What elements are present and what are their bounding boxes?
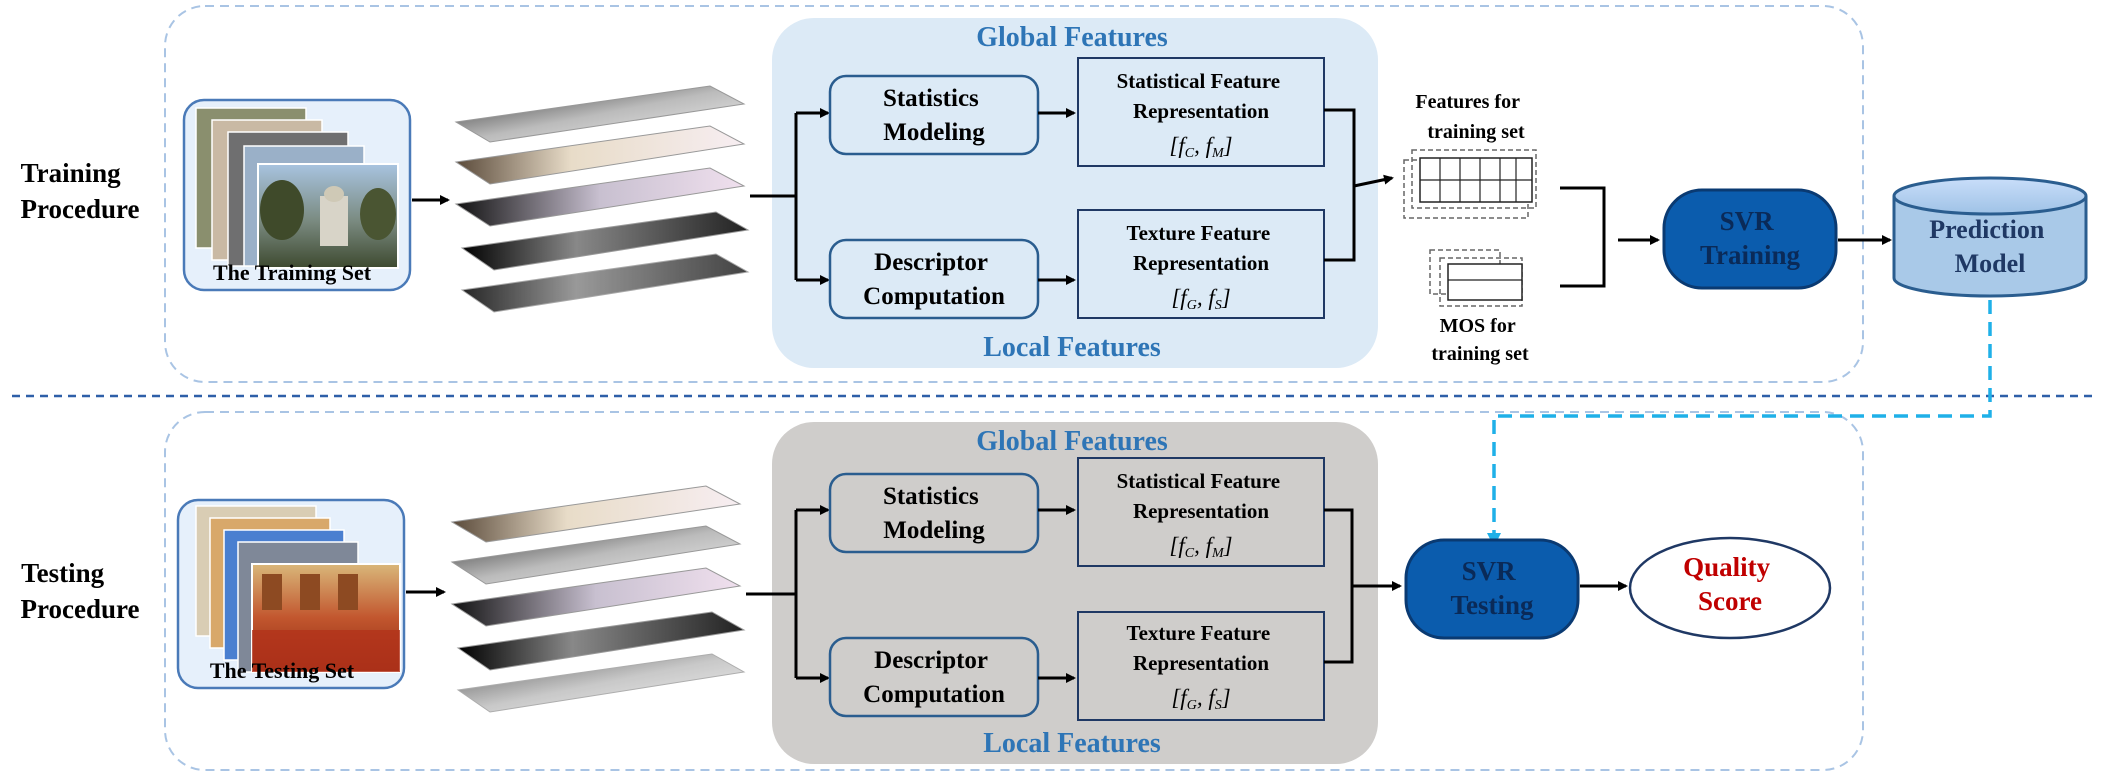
testing-procedure-label: Testing Procedure xyxy=(21,558,140,624)
testing-statistical-representation-label: Statistical Feature Representation xyxy=(1117,469,1286,523)
testing-statistical-representation-box xyxy=(1077,457,1325,567)
testing-local-features-title: Local Features xyxy=(983,728,1161,759)
training-feature-maps xyxy=(454,85,750,313)
training-local-features-title: Local Features xyxy=(983,332,1161,363)
testing-global-features-title: Global Features xyxy=(976,426,1168,457)
testing-statistics-modeling-label: Statistics Modeling xyxy=(883,483,985,544)
training-global-features-title: Global Features xyxy=(976,22,1168,53)
testing-frame xyxy=(164,411,1864,771)
training-statistics-modeling-box xyxy=(828,74,1040,156)
training-statistics-modeling-label: Statistics Modeling xyxy=(883,85,985,146)
svr-input-bracket xyxy=(1560,186,1606,288)
training-texture-formula: [fG, fS] xyxy=(1171,285,1230,313)
training-texture-representation-label: Texture Feature Representation xyxy=(1127,221,1276,275)
testing-statistical-formula: [fC, fM] xyxy=(1169,533,1232,561)
training-statistical-formula: [fC, fM] xyxy=(1169,133,1232,161)
testing-set-box: The Testing Set xyxy=(176,498,406,690)
training-statistical-representation-box xyxy=(1077,57,1325,167)
testing-statistics-modeling-box xyxy=(828,472,1040,554)
training-procedure-label: Training Procedure xyxy=(21,158,140,224)
quality-score-label: Quality Score xyxy=(1683,552,1777,616)
training-split-connector xyxy=(750,113,798,280)
testing-texture-representation-box xyxy=(1077,611,1325,721)
testing-split-connector xyxy=(746,510,798,678)
model-to-testing-link xyxy=(1487,300,1992,547)
mos-icon xyxy=(1429,249,1523,307)
testing-texture-formula: [fG, fS] xyxy=(1171,685,1230,713)
testing-texture-representation-label: Texture Feature Representation xyxy=(1127,621,1276,675)
quality-score-ellipse xyxy=(1628,536,1832,640)
training-statistical-representation-label: Statistical Feature Representation xyxy=(1117,69,1286,123)
svr-training-label: SVR Training xyxy=(1700,206,1801,270)
svr-testing-label: SVR Testing xyxy=(1450,556,1534,620)
svr-training-box xyxy=(1662,188,1838,290)
svr-testing-box xyxy=(1404,538,1580,640)
training-set-label: The Training Set xyxy=(213,260,372,285)
prediction-model-cylinder xyxy=(1892,176,2088,298)
training-set-box: The Training Set xyxy=(182,98,412,292)
testing-feature-maps xyxy=(450,485,746,713)
testing-set-label: The Testing Set xyxy=(210,658,355,683)
features-for-training-label: Features for training set xyxy=(1415,91,1525,143)
mos-for-training-label: MOS for training set xyxy=(1431,315,1529,365)
testing-descriptor-computation-label: Descriptor Computation xyxy=(863,647,1005,708)
training-merge-arrow xyxy=(1353,174,1394,188)
training-texture-representation-box xyxy=(1077,209,1325,319)
training-descriptor-computation-label: Descriptor Computation xyxy=(863,249,1005,310)
prediction-model-label: Prediction Model xyxy=(1929,215,2051,278)
features-matrix-icon xyxy=(1403,149,1537,219)
